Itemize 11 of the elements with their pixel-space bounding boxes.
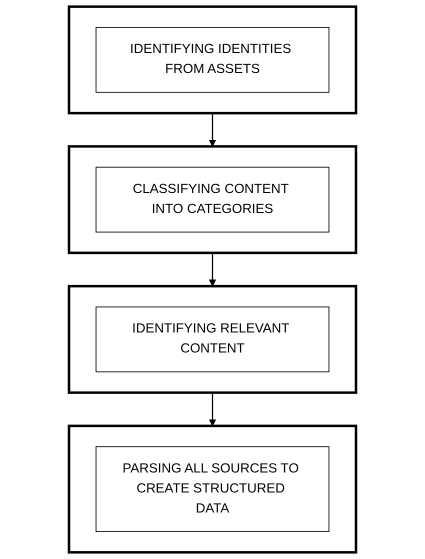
node-box: CLASSIFYING CONTENT INTO CATEGORIES <box>96 166 330 232</box>
arrow <box>208 392 216 426</box>
node-box: IDENTIFYING RELEVANT CONTENT <box>96 306 330 372</box>
node-box: PARSING ALL SOURCES TO CREATE STRUCTURED DATA <box>96 446 330 532</box>
node-box: IDENTIFYING IDENTITIES FROM ASSETS <box>96 27 330 93</box>
cluster <box>68 5 358 114</box>
cluster <box>68 424 358 554</box>
cluster <box>68 284 358 394</box>
cluster <box>68 145 358 254</box>
arrow <box>208 252 216 286</box>
arrow <box>208 113 216 147</box>
